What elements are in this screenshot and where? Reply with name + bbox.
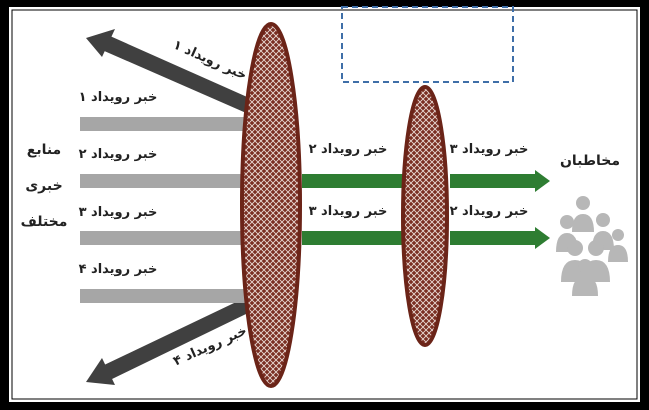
sources-label-line-2: خبری xyxy=(25,178,62,194)
sources-label-line-3: مختلف xyxy=(21,214,68,230)
input-news-label-3: خبر رویداد ۳ xyxy=(79,205,158,220)
audience-people-icon xyxy=(556,196,628,296)
inner-white-panel xyxy=(9,7,640,402)
green-arrow-right-2 xyxy=(450,227,550,249)
second-filter-ellipse xyxy=(401,85,449,347)
rejected-arrow-bottom xyxy=(86,283,283,385)
dashed-empty-box xyxy=(341,6,514,83)
input-news-label-1: خبر رویداد ۱ xyxy=(79,90,158,105)
final-news-label-2: خبر رویداد ۲ xyxy=(450,204,529,219)
sources-label-line-1: منابع xyxy=(27,142,61,158)
input-news-label-2: خبر رویداد ۲ xyxy=(79,147,158,162)
green-arrow-right-1 xyxy=(450,170,550,192)
audience-label: مخاطبان xyxy=(560,153,620,169)
final-news-label-1: خبر رویداد ۳ xyxy=(450,142,529,157)
rejected-arrow-top xyxy=(86,29,283,126)
first-filter-ellipse xyxy=(240,22,302,388)
input-news-label-4: خبر رویداد ۴ xyxy=(79,262,158,277)
filtered-news-label-1: خبر رویداد ۲ xyxy=(309,142,388,157)
filtered-news-label-2: خبر رویداد ۳ xyxy=(309,204,388,219)
inner-border xyxy=(11,9,638,400)
